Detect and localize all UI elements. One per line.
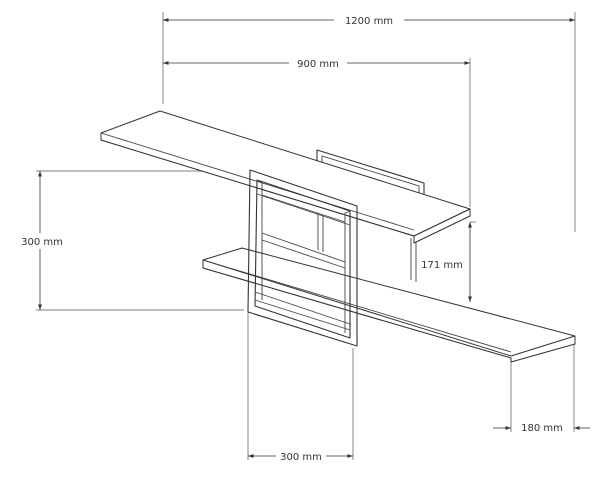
lower-shelf-board — [202, 247, 576, 359]
front-frame-rail-lower — [254, 291, 351, 331]
upper-shelf-front-edge — [100, 133, 471, 244]
front-frame-rail-upper — [256, 193, 351, 226]
dimension-labels: 1200 mm 900 mm 300 mm 171 mm 300 mm 180 … — [21, 16, 563, 463]
front-frame-inner — [254, 179, 351, 339]
rear-frame-top — [316, 149, 425, 201]
label-frame-width: 300 mm — [280, 452, 322, 463]
front-frame-outer — [247, 169, 358, 347]
label-total-width: 1200 mm — [345, 16, 393, 27]
label-height: 300 mm — [21, 237, 63, 248]
dimension-lines — [38, 18, 590, 458]
extension-lines — [36, 12, 576, 460]
lower-shelf-front-edge — [202, 259, 576, 363]
front-frame-rail-mid — [261, 232, 346, 269]
upper-shelf-board — [100, 110, 471, 237]
shelf-drawing — [100, 110, 576, 363]
label-depth: 180 mm — [521, 423, 563, 434]
label-gap: 171 mm — [421, 260, 463, 271]
front-frame-return — [256, 179, 351, 333]
label-upper-width: 900 mm — [297, 59, 339, 70]
